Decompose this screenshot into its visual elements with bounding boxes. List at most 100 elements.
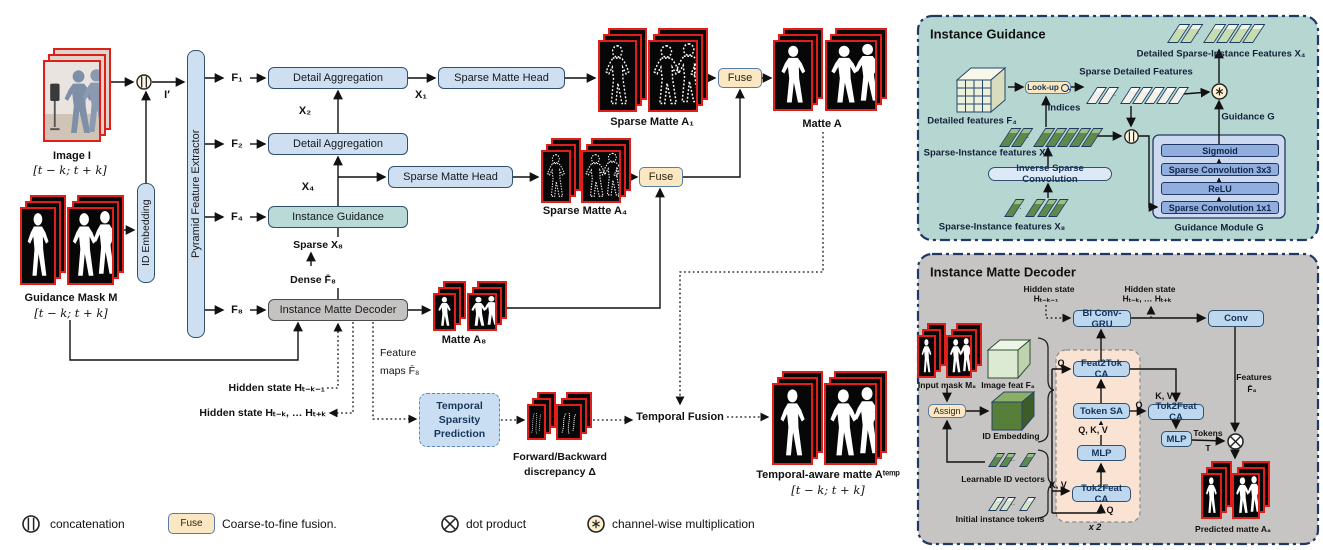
hidden-state-in-label: Hidden state Hₜ₋ₖ₋₁ [228,382,325,394]
f4-label: F₄ [231,211,243,223]
mask-label: Guidance Mask M [24,292,118,304]
legend-fuse-box: Fuse [168,513,215,534]
detail-aggregation-2-box: Detail Aggregation [268,133,408,155]
sparse-instance-x4-bars: ·· [999,128,1103,147]
matte-a8-label: Matte A₈ [441,334,487,346]
stack-frame [824,40,878,111]
solid-connectors [69,48,1240,514]
mask-range: [t − k; t + k] [34,306,108,320]
conv-box: Conv [1208,310,1264,327]
legend-fuse-label: Coarse-to-fine fusion. [222,517,337,531]
x2-repeat-label: x 2 [1088,522,1102,532]
predicted-matte-label: Predicted matte A₈ [1195,524,1271,534]
legend-concat-label: concatenation [50,517,125,531]
image-feat-cube [986,338,1032,385]
feature-maps-label-1: Feature [380,347,417,359]
features-label: Features [1236,372,1272,382]
sparse-instance-x4-label: Sparse-Instance features X′₄ [923,147,1053,159]
id-embedding-box: ID Embedding [137,183,155,283]
q2-label: Q [1106,505,1114,515]
image-range: [t − k; t + k] [33,163,107,177]
decoder-hidden-out-sub: Hₜ₋ₖ, … Hₜ₊ₖ [1122,293,1172,304]
discrepancy-label-2: discrepancy Δ [524,466,596,478]
tsp-line3: Prediction [433,428,486,440]
detailed-sparse-instance-label: Detailed Sparse-Instance Features X₄ [1136,48,1306,60]
indices-label: Indices [1047,102,1081,114]
legend-concat-icon [22,515,40,538]
stack-frame [1201,473,1222,519]
token-sa-box: Token SA [1073,403,1130,419]
input-image-stack [43,48,111,144]
mlp-inner-box: MLP [1077,445,1126,461]
temporal-sparsity-prediction-box: Temporal Sparsity Prediction [419,393,500,447]
tokens-t-label: T [1205,443,1211,453]
inverse-sparse-convolution-box: Inverse Sparse Convolution [988,163,1112,185]
fuse-1-box: Fuse [718,68,762,88]
f8-label: F₈ [231,304,243,316]
stack-frame [556,404,583,440]
stack-frame [773,40,814,111]
sigmoid-box: Sigmoid [1161,144,1279,157]
kv2-label: K, V [1155,391,1173,401]
stack-frame [20,207,56,285]
sparse-conv-3x3-box: Sparse Convolution 3x3 [1161,163,1279,176]
sparse-detailed-features-label: Sparse Detailed Features [1079,66,1193,78]
sparse-conv-1x1-box: Sparse Convolution 1x1 [1161,201,1279,214]
sparse-matte-a1-label: Sparse Matte A₁ [610,116,694,128]
tokens-label: Tokens [1193,428,1223,438]
stack-frame [917,335,936,378]
temporal-matte-label: Temporal-aware matte Aᵗᵉᵐᵖ [756,469,900,481]
decoder-hidden-out-label: Hidden state [1124,284,1176,294]
stack-frame [946,335,973,378]
qkv-label: Q, K, V [1076,425,1110,435]
dot-product-icon [1227,433,1244,455]
guidance-panel-title: Instance Guidance [930,26,1046,42]
f1-label: F₁ [231,72,243,84]
stack-frame [823,383,878,465]
sparse-detailed-features-bars: ·· [1086,87,1189,104]
stack-frame [772,383,813,465]
legend-channel-mul-icon [587,515,605,538]
detailed-sparse-instance-bars: ·· [1167,24,1265,43]
x2-label: X₂ [298,105,312,117]
stack-frame [43,60,101,142]
hidden-state-out-label: Hidden state Hₜ₋ₖ, … Hₜ₊ₖ [199,407,326,419]
grouping-braces [1037,337,1055,519]
initial-tokens-bars: ·· [988,497,1036,511]
kv1-label: K, V [1049,480,1067,490]
tsp-line1: Temporal [436,400,483,412]
stack-frame [66,207,115,285]
decoder-hidden-in-sub: Hₜ₋ₖ₋₁ [1033,293,1059,304]
i-prime-label: I′ [164,89,170,101]
instance-guidance-box: Instance Guidance [268,206,408,228]
feat2tok-ca-box: Feat2Tok CA [1073,358,1130,380]
input-mask-label: Input mask M₈ [917,380,977,390]
image-label: Image I [53,150,91,162]
dense-f8-label: Dense F̄₈ [290,274,336,286]
stack-frame [466,293,498,331]
sparse-matte-head-1-box: Sparse Matte Head [438,67,565,89]
input-mask-stack [917,323,983,380]
temporal-matte-stack [772,371,888,467]
predicted-matte-stack [1201,461,1271,521]
stack-frame [433,293,456,331]
id-embedding-cube [990,390,1036,437]
tok2feat-ca-outer-box: Tok2Feat CA [1148,401,1204,423]
lookup-box: Look-up [1025,81,1071,94]
channel-multiply-icon [1211,83,1228,105]
sparse-matte-a4-label: Sparse Matte A₄ [542,205,628,217]
temporal-fusion-label: Temporal Fusion [636,411,724,423]
q3-label: Q [1135,400,1143,410]
tok2feat-ca-inner-box: Tok2Feat CA [1072,483,1131,505]
detailed-features-label: Detailed features F₄ [927,115,1017,127]
learnable-id-bars: ·· [988,453,1036,467]
tsp-line2: Sparsity [438,414,481,426]
concat-icon [136,74,152,95]
sparse-instance-x8-bars: ·· [1004,199,1070,217]
relu-box: ReLU [1161,182,1279,195]
features-f8-label: F̄₈ [1247,384,1257,394]
detailed-features-cube [955,66,1007,119]
stack-frame [647,40,699,112]
